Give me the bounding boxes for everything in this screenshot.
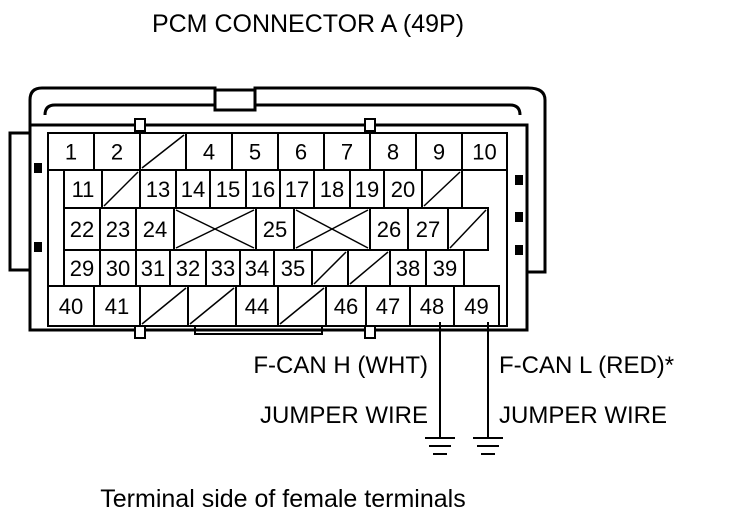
pin-number: 17 xyxy=(285,177,309,202)
unused-pin-mark xyxy=(141,287,187,325)
pin-number: 1 xyxy=(65,140,77,165)
diagram-title: PCM CONNECTOR A (49P) xyxy=(152,10,464,38)
f-can-h-label: F-CAN H (WHT) xyxy=(253,352,428,379)
pin-number: 20 xyxy=(391,177,415,202)
pin-number: 19 xyxy=(355,177,379,202)
pin-number: 16 xyxy=(251,177,275,202)
pin-number: 46 xyxy=(334,294,358,319)
right-jumper-wire-label: JUMPER WIRE xyxy=(499,402,667,429)
pin-number: 30 xyxy=(106,256,130,281)
pin-cell xyxy=(461,132,508,171)
pin-number: 5 xyxy=(249,140,261,165)
f-can-l-label: F-CAN L (RED)* xyxy=(499,352,674,379)
pin-number: 34 xyxy=(245,256,269,281)
pin-number: 22 xyxy=(70,217,94,242)
pin-number: 27 xyxy=(416,217,440,242)
pin-number: 9 xyxy=(433,140,445,165)
pin-number: 23 xyxy=(106,217,130,242)
pin-number: 4 xyxy=(203,140,215,165)
connector-housing xyxy=(8,86,547,274)
unused-pin-mark xyxy=(423,171,461,207)
unused-pin-mark xyxy=(103,171,139,207)
pin-number: 6 xyxy=(295,140,307,165)
unused-pin-mark xyxy=(189,287,235,325)
unused-pin-mark xyxy=(349,251,389,285)
unused-pin-mark xyxy=(449,209,487,249)
unused-pin-mark xyxy=(175,209,255,249)
pin-number: 35 xyxy=(281,256,305,281)
pin-number: 49 xyxy=(464,294,488,319)
pin-number: 15 xyxy=(216,177,240,202)
pin-number: 48 xyxy=(420,294,444,319)
pin-number: 11 xyxy=(72,177,95,202)
pin-number: 44 xyxy=(245,294,269,319)
pin-number: 7 xyxy=(341,140,353,165)
pin-number: 2 xyxy=(111,140,123,165)
caption: Terminal side of female terminals xyxy=(100,485,465,513)
pin-number: 14 xyxy=(181,177,205,202)
pin-number: 40 xyxy=(59,294,83,319)
pin-number: 31 xyxy=(141,256,165,281)
pin-cell xyxy=(453,285,500,327)
pin-number: 29 xyxy=(70,256,94,281)
pin-number: 41 xyxy=(105,294,129,319)
pin-number: 33 xyxy=(211,256,235,281)
pin-number: 32 xyxy=(176,256,200,281)
bottom-latch xyxy=(194,326,323,335)
pin-number: 10 xyxy=(472,140,496,165)
housing-keys xyxy=(34,163,523,255)
unused-pin-mark xyxy=(141,134,185,169)
pin-number: 13 xyxy=(146,177,170,202)
unused-pin-mark xyxy=(279,287,325,325)
housing-tabs xyxy=(134,118,376,339)
pin-cell xyxy=(447,207,489,251)
unused-pin-mark xyxy=(313,251,347,285)
pin-number: 25 xyxy=(263,217,287,242)
jumper-wires xyxy=(425,322,503,455)
pin-number: 26 xyxy=(377,217,401,242)
pin-number: 39 xyxy=(433,256,457,281)
left-jumper-wire-label: JUMPER WIRE xyxy=(260,402,428,429)
unused-pin-mark xyxy=(295,209,369,249)
pin-number: 38 xyxy=(396,256,420,281)
pin-number: 47 xyxy=(376,294,400,319)
pin-number: 8 xyxy=(387,140,399,165)
pin-number: 24 xyxy=(143,217,167,242)
pin-number: 18 xyxy=(320,177,344,202)
